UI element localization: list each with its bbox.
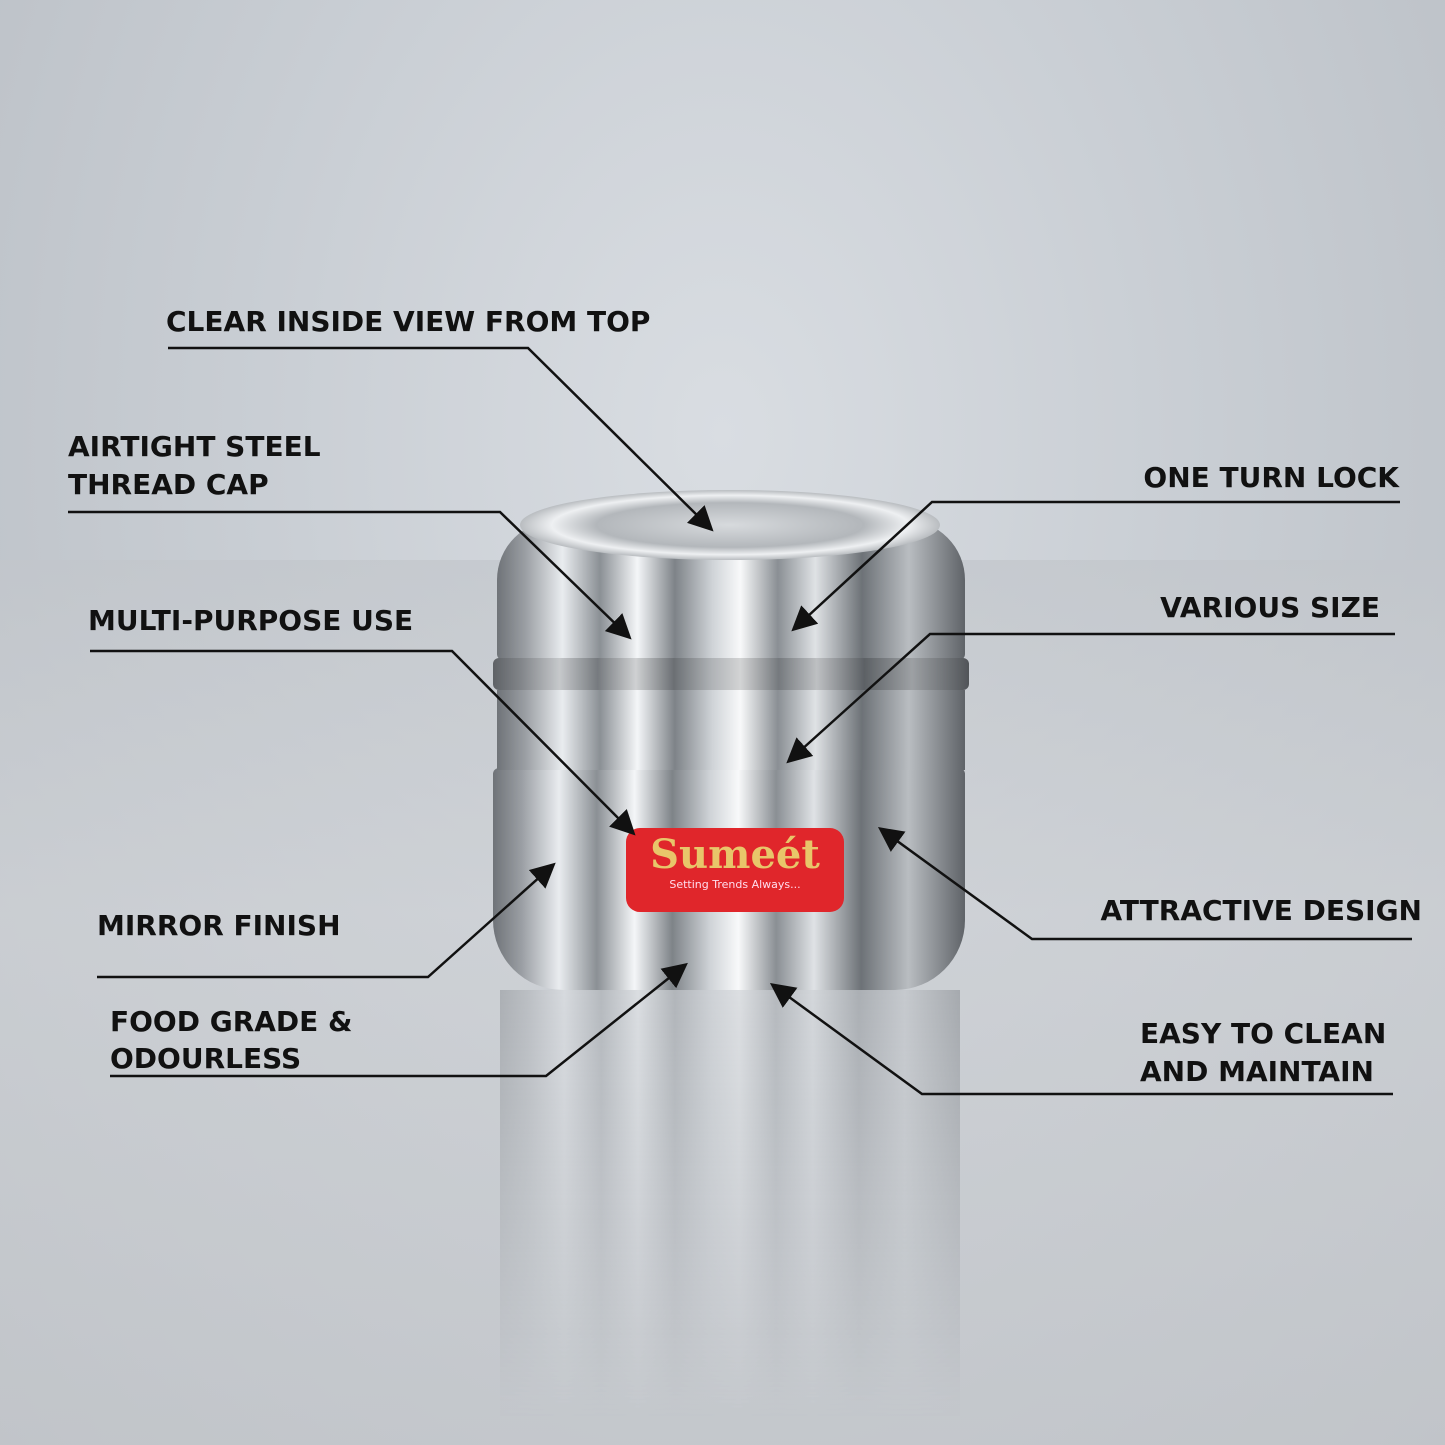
callout-clean-line1: EASY TO CLEAN — [1140, 1017, 1387, 1050]
callout-various-size: VARIOUS SIZE — [1160, 591, 1380, 624]
brand-logo: Sumeét — [650, 831, 820, 878]
brand-label: Sumeét Setting Trends Always... — [626, 828, 844, 912]
callout-airtight-line1: AIRTIGHT STEEL — [68, 430, 321, 463]
callout-food-line1: FOOD GRADE & — [110, 1005, 353, 1038]
brand-tagline: Setting Trends Always... — [669, 878, 801, 891]
jar-thread-band — [493, 658, 969, 690]
callout-airtight-line2: THREAD CAP — [68, 468, 269, 501]
jar-middle — [497, 690, 965, 770]
callout-clean-line2: AND MAINTAIN — [1140, 1055, 1374, 1088]
callout-one-turn-lock: ONE TURN LOCK — [1143, 461, 1399, 494]
callout-attractive-design: ATTRACTIVE DESIGN — [1100, 894, 1422, 927]
jar-reflection — [500, 990, 960, 1420]
callout-multi-purpose: MULTI-PURPOSE USE — [88, 604, 414, 637]
callout-mirror-finish: MIRROR FINISH — [97, 909, 341, 942]
callout-food-line2: ODOURLESS — [110, 1042, 302, 1075]
jar-cap-top — [520, 490, 940, 560]
callout-clear-view: CLEAR INSIDE VIEW FROM TOP — [166, 305, 651, 338]
